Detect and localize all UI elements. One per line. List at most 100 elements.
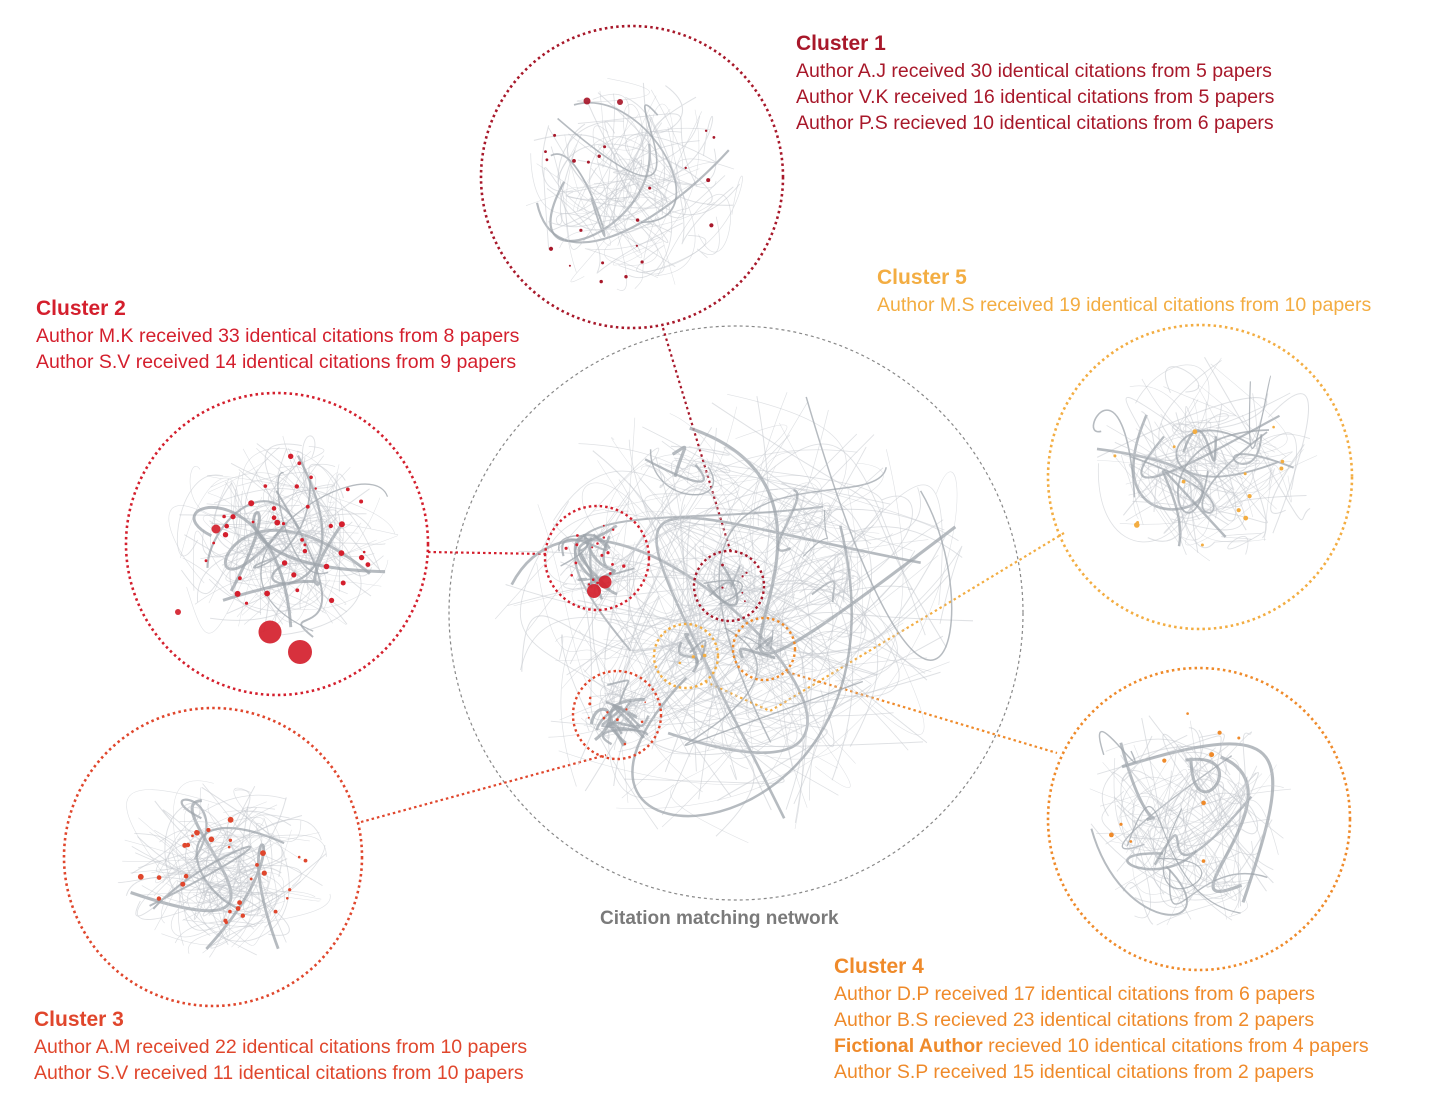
network-edge <box>594 427 713 743</box>
network-edge <box>243 466 351 625</box>
network-edge <box>1164 366 1200 394</box>
network-node <box>340 580 346 586</box>
network-edge <box>664 523 866 634</box>
zoom-circle-cluster-2 <box>124 391 430 697</box>
network-node <box>1186 712 1189 715</box>
network-edge <box>137 892 321 902</box>
network-edge <box>207 475 396 534</box>
network-node <box>553 133 557 137</box>
network-edge <box>693 518 813 810</box>
network-node <box>1109 832 1114 838</box>
network-edge <box>1098 730 1136 763</box>
network-edge <box>1168 869 1268 905</box>
cluster-3-label: Cluster 3 Author A.M received 22 identic… <box>34 1006 527 1086</box>
network-edge <box>676 463 722 493</box>
network-node <box>596 581 599 585</box>
network-node <box>602 524 605 527</box>
network-node <box>640 720 644 724</box>
network-edge <box>125 876 261 916</box>
network-edge <box>1149 803 1192 920</box>
network-node <box>137 873 144 880</box>
network-edge <box>220 818 322 879</box>
network-node <box>235 906 241 911</box>
cluster-4-line-1: Author D.P received 17 identical citatio… <box>834 983 1315 1005</box>
network-edge <box>835 557 844 608</box>
network-edge <box>1184 769 1247 851</box>
network-edge <box>525 181 695 221</box>
network-edge <box>1109 840 1241 908</box>
network-edge <box>829 555 847 583</box>
zoom-network-edges <box>117 77 1318 958</box>
network-edge <box>758 640 786 662</box>
network-edge <box>778 517 837 531</box>
cluster-3-line-1: Author A.M received 22 identical citatio… <box>34 1036 528 1058</box>
network-edge <box>210 473 346 621</box>
network-edge <box>1128 803 1166 852</box>
network-node <box>228 838 233 842</box>
network-node <box>570 574 573 577</box>
network-node <box>255 863 259 867</box>
network-node <box>745 571 748 574</box>
network-edge <box>210 509 341 592</box>
network-edge <box>1172 392 1291 499</box>
network-edge <box>1092 409 1136 498</box>
network-edge <box>178 821 222 946</box>
network-edge <box>1178 401 1247 472</box>
network-edge <box>639 115 714 189</box>
network-edge <box>174 919 256 944</box>
network-node <box>358 554 365 561</box>
network-edge <box>691 507 944 703</box>
network-edge <box>801 630 847 801</box>
cluster-3-line-2: Author S.V received 11 identical citatio… <box>34 1062 524 1084</box>
network-node <box>1201 859 1206 863</box>
network-edge <box>131 846 253 888</box>
network-edge <box>613 691 637 751</box>
network-edge <box>155 860 265 912</box>
network-edge <box>763 638 781 652</box>
network-edge <box>790 494 831 549</box>
network-edge <box>1125 459 1260 522</box>
network-edge <box>188 893 331 954</box>
network-node <box>183 873 189 879</box>
network-edge <box>701 462 891 505</box>
network-edge <box>689 639 707 661</box>
network-edge <box>550 122 663 250</box>
network-edge <box>1185 449 1304 546</box>
network-node <box>288 453 294 459</box>
network-edge <box>193 785 256 920</box>
connector-cluster-5 <box>705 532 1065 713</box>
network-edge <box>565 544 590 570</box>
network-edge <box>170 881 266 938</box>
network-edge <box>1182 429 1217 462</box>
network-node <box>545 158 549 162</box>
network-edge <box>618 545 963 753</box>
network-node <box>1209 752 1215 758</box>
network-label: Citation matching network <box>600 908 839 929</box>
network-edge <box>1097 451 1238 497</box>
network-edge <box>242 448 331 532</box>
main-network-circle <box>448 325 1024 901</box>
network-node <box>314 487 317 490</box>
cluster-4-label: Cluster 4 Author D.P received 17 identic… <box>834 953 1369 1085</box>
network-node <box>623 742 627 746</box>
network-edge <box>1142 421 1203 490</box>
cluster-1-line-3: Author P.S recieved 10 identical citatio… <box>796 112 1274 134</box>
network-node <box>328 523 333 529</box>
network-edge <box>826 562 848 595</box>
network-node <box>1201 800 1206 806</box>
network-edge <box>536 95 657 259</box>
network-edge <box>715 561 733 581</box>
network-node <box>704 129 708 132</box>
network-nodes <box>137 97 1285 925</box>
cluster-1-title: Cluster 1 <box>796 32 886 55</box>
network-edge <box>552 439 675 614</box>
network-node <box>362 550 366 554</box>
network-node <box>575 543 579 547</box>
network-edge <box>588 539 604 569</box>
network-edge <box>550 583 867 726</box>
network-node <box>1272 425 1275 429</box>
network-edge <box>577 483 707 766</box>
network-edge <box>1131 796 1228 899</box>
network-edge <box>1122 882 1154 925</box>
network-edge <box>639 627 814 695</box>
